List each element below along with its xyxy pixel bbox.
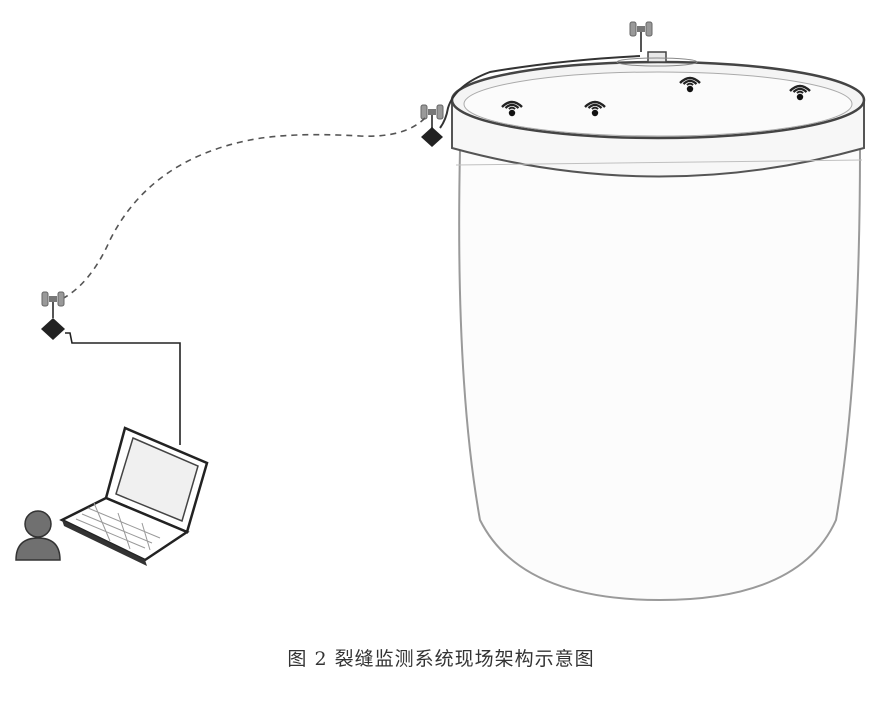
roof-antenna-icon	[629, 21, 653, 52]
crack-sensors	[501, 76, 811, 117]
wifi-sensor-icon	[501, 100, 523, 117]
roof-cable	[439, 55, 641, 129]
laptop-icon	[59, 426, 209, 566]
roof-gateway-base	[647, 51, 667, 63]
wifi-sensor-icon	[789, 84, 811, 101]
gateway-antenna-icon	[420, 104, 444, 129]
base-diamond-icon	[41, 318, 65, 340]
wired-link	[65, 332, 181, 445]
operator-person-icon	[15, 510, 61, 561]
gateway-diamond-icon	[421, 127, 443, 147]
tank	[450, 51, 866, 602]
rim-gateway	[420, 104, 444, 147]
base-station	[41, 291, 65, 340]
wireless-link	[59, 117, 426, 301]
figure-caption: 图 2 裂缝监测系统现场架构示意图	[287, 648, 595, 670]
wifi-sensor-icon	[584, 100, 606, 117]
base-antenna-icon	[41, 291, 65, 318]
tank-body	[458, 149, 861, 602]
wifi-sensor-icon	[679, 76, 701, 93]
